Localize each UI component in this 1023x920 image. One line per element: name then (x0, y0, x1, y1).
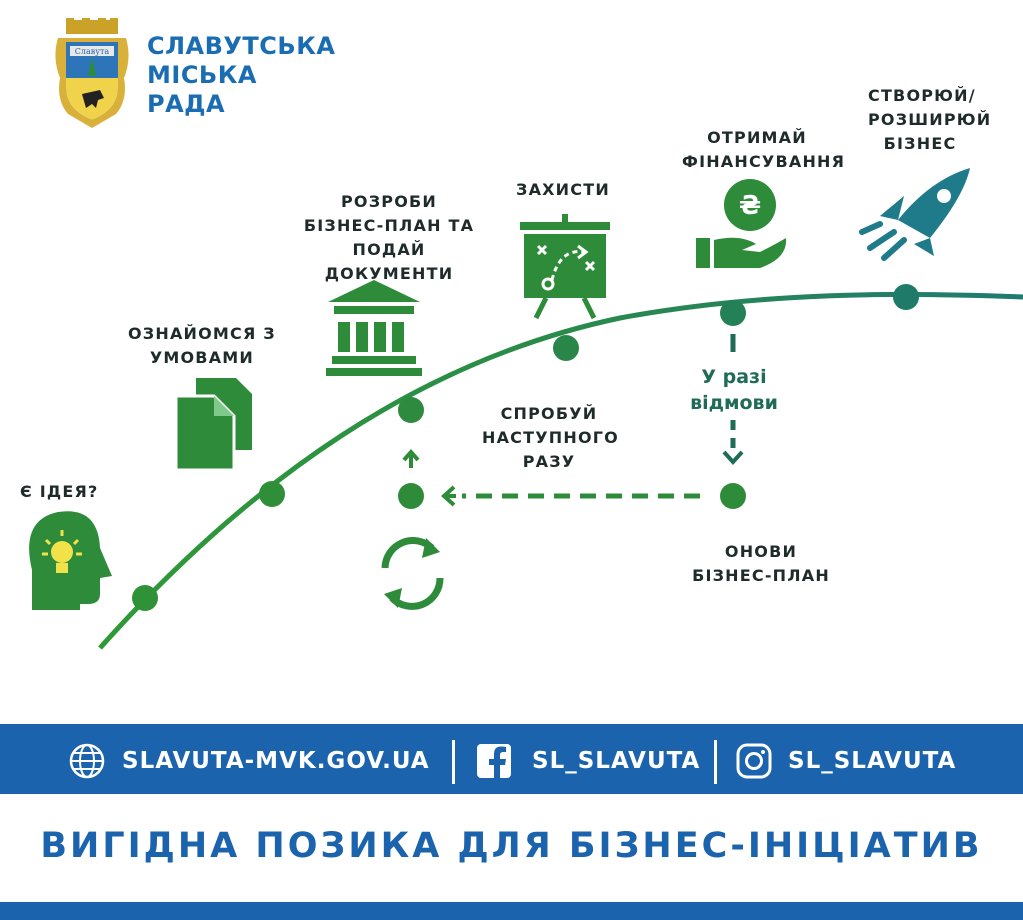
hryvnia-coin-hand-icon: ₴ (696, 179, 787, 268)
retry-label: СПРОБУЙ НАСТУПНОГО РАЗУ (482, 404, 619, 471)
refusal-arrow-head (722, 450, 744, 465)
bottom-strip (0, 902, 1023, 920)
curve-node-3 (398, 397, 424, 423)
step-label-get-funding: ОТРИМАЙ ФІНАНСУВАННЯ (682, 128, 846, 171)
step-label-read-terms: ОЗНАЙОМСЯ З УМОВАМИ (128, 324, 276, 367)
svg-text:₴: ₴ (739, 191, 761, 221)
instagram-link[interactable]: SL_SLAVUTA (788, 748, 957, 774)
page-title: ВИГІДНА ПОЗИКА ДЛЯ БІЗНЕС-ІНІЦІАТИВ (40, 826, 983, 866)
curve-node-5 (720, 300, 746, 326)
step-label-idea: Є ІДЕЯ? (20, 482, 99, 501)
refusal-label: У разі відмови (690, 366, 778, 414)
coat-of-arms-caption: Славута (75, 47, 110, 56)
update-plan-label: ОНОВИ БІЗНЕС-ПЛАН (692, 542, 830, 585)
growth-curve (98, 291, 1023, 650)
org-name-line3: РАДА (147, 90, 226, 118)
curve-node-2 (259, 481, 285, 507)
globe-icon (69, 743, 105, 779)
curve-node-1 (132, 585, 158, 611)
facebook-link[interactable]: SL_SLAVUTA (532, 748, 701, 774)
facebook-icon (477, 744, 511, 779)
step-label-grow-business: СТВОРЮЙ/ РОЗШИРЮЙ БІЗНЕС (868, 86, 992, 153)
retry-up-arrow (402, 448, 420, 468)
curve-node-6 (893, 284, 919, 310)
documents-icon (174, 378, 252, 472)
retry-arrow-head (441, 485, 456, 507)
contact-bar (0, 724, 1023, 794)
instagram-icon (736, 743, 772, 779)
coat-of-arms-icon: Славута (55, 18, 129, 128)
strategy-board-icon (520, 214, 610, 320)
contact-separator-1 (452, 740, 455, 784)
org-name-line1: СЛАВУТСЬКА (147, 32, 336, 60)
contact-separator-2 (714, 740, 717, 784)
org-name: СЛАВУТСЬКА МІСЬКА РАДА (147, 32, 335, 119)
step-label-defend: ЗАХИСТИ (516, 180, 610, 199)
rocket-icon (859, 168, 970, 261)
bank-building-icon (326, 280, 422, 376)
refresh-cycle-icon (381, 537, 444, 610)
retry-node (398, 483, 424, 509)
step-label-business-plan: РОЗРОБИ БІЗНЕС-ПЛАН ТА ПОДАЙ ДОКУМЕНТИ (303, 192, 475, 283)
idea-head-icon (29, 511, 112, 610)
org-name-line2: МІСЬКА (147, 61, 257, 89)
website-link[interactable]: SLAVUTA-MVK.GOV.UA (122, 748, 430, 774)
curve-node-4 (553, 335, 579, 361)
roadmap-diagram: ₴ (29, 168, 1023, 650)
update-plan-node (720, 483, 746, 509)
